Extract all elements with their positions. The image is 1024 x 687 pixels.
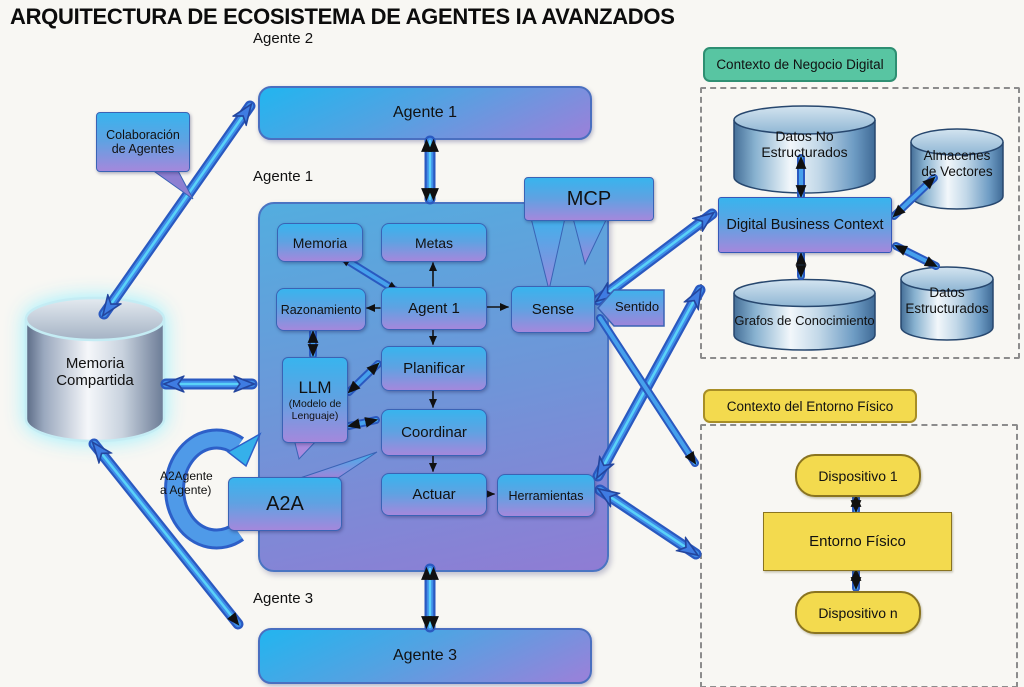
arrow-sense-dbc xyxy=(592,208,718,306)
llm-sub-label: (Modelo de Lenguaje) xyxy=(288,397,342,422)
dispositivo1-box: Dispositivo 1 xyxy=(795,454,921,497)
planificar-box: Planificar xyxy=(381,346,487,391)
entorno-fisico-box: Entorno Físico xyxy=(763,512,952,571)
actuar-box: Actuar xyxy=(381,473,487,516)
razonamiento-label: Razonamiento xyxy=(280,302,362,317)
diagram-title: ARQUITECTURA DE ECOSISTEMA DE AGENTES IA… xyxy=(10,4,675,29)
business-context-header: Contexto de Negocio Digital xyxy=(703,47,897,82)
razonamiento-box: Razonamiento xyxy=(276,288,366,331)
shared-memory-cylinder xyxy=(22,295,168,445)
knowledge-graph-label: Grafos de Conocimiento xyxy=(734,313,875,328)
physical-context-header-label: Contexto del Entorno Físico xyxy=(726,398,894,414)
agent1-top-bar: Agente 1 xyxy=(258,86,592,140)
arrow-sense-entorno xyxy=(596,314,699,467)
agente3-label: Agente 3 xyxy=(253,590,314,607)
planificar-label: Planificar xyxy=(403,360,465,377)
herramientas-box: Herramientas xyxy=(497,474,595,517)
sentido-label: Sentido xyxy=(614,299,660,314)
agent1-top-bar-label: Agente 1 xyxy=(392,104,458,121)
structured-data-label: Datos Estructurados xyxy=(905,285,989,316)
agent1-inner-box: Agent 1 xyxy=(381,287,487,330)
dispositivon-label: Dispositivo n xyxy=(818,604,898,621)
entorno-fisico-label: Entorno Físico xyxy=(809,533,906,550)
mcp-callout: MCP xyxy=(524,177,654,221)
metas-box: Metas xyxy=(381,223,487,262)
vector-store-label: Almacenes de Vectores xyxy=(921,148,993,179)
agente2-label: Agente 2 xyxy=(253,30,314,47)
mcp-label: MCP xyxy=(566,187,612,210)
shared-memory-label: Memoria Compartida xyxy=(56,355,134,390)
llm-bubble: LLM (Modelo de Lenguaje) xyxy=(282,357,348,443)
coordinar-label: Coordinar xyxy=(401,424,467,441)
metas-label: Metas xyxy=(414,234,454,251)
memoria-box: Memoria xyxy=(277,223,363,262)
llm-label: LLM xyxy=(298,377,332,397)
agent3-bottom-bar-label: Agente 3 xyxy=(392,647,458,664)
arrow-herramientas-grafos xyxy=(592,284,706,482)
digital-business-context-box: Digital Business Context xyxy=(718,197,892,253)
sense-label: Sense xyxy=(531,301,575,318)
memoria-label: Memoria xyxy=(292,234,348,251)
digital-business-context-label: Digital Business Context xyxy=(726,217,884,233)
actuar-label: Actuar xyxy=(412,486,456,503)
a2a-loop-label: A2Agente a Agente) xyxy=(160,469,213,497)
herramientas-label: Herramientas xyxy=(508,488,584,503)
coordinar-box: Coordinar xyxy=(381,409,487,456)
a2a-label: A2A xyxy=(266,492,304,515)
knowledge-graph-cylinder xyxy=(731,277,878,354)
arrow-herramientas-entorno xyxy=(594,484,702,560)
business-context-header-label: Contexto de Negocio Digital xyxy=(716,57,884,72)
dispositivon-box: Dispositivo n xyxy=(795,591,921,634)
colaboracion-bubble: Colaboración de Agentes xyxy=(96,112,190,172)
agent3-bottom-bar: Agente 3 xyxy=(258,628,592,684)
unstructured-data-label: Datos No Estructurados xyxy=(761,128,848,161)
physical-context-header: Contexto del Entorno Físico xyxy=(703,389,917,423)
dispositivo1-label: Dispositivo 1 xyxy=(818,467,898,484)
agent1-inner-label: Agent 1 xyxy=(408,300,460,317)
agente1-label: Agente 1 xyxy=(253,168,314,185)
sense-box: Sense xyxy=(511,286,595,333)
structured-data-cylinder xyxy=(898,264,996,344)
a2a-callout: A2A xyxy=(228,477,342,531)
